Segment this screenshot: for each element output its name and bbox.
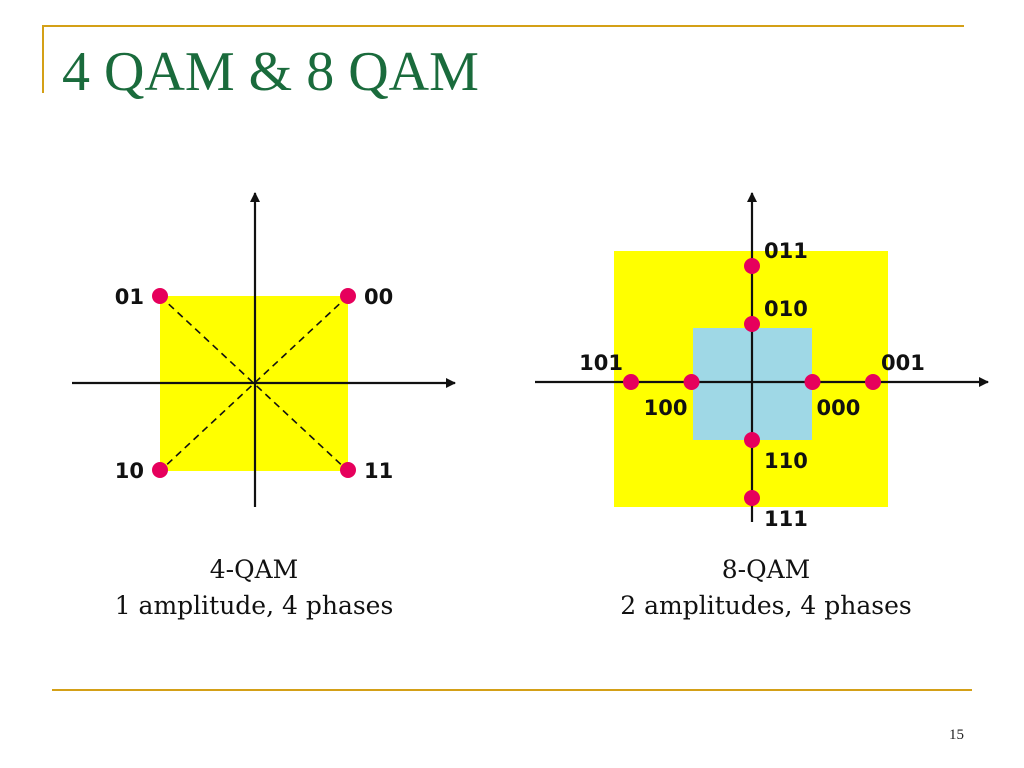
qam4-caption-subtitle: 1 amplitude, 4 phases	[115, 591, 394, 620]
qam8-point-011	[744, 258, 760, 274]
qam8-point-label-101: 101	[579, 351, 623, 375]
qam8-point-000	[804, 374, 821, 390]
qam4-diagonal-b	[159, 295, 349, 472]
qam4-point-label-11: 11	[364, 459, 393, 483]
qam8-point-100	[683, 374, 700, 390]
qam8-caption-title: 8-QAM	[722, 555, 811, 584]
qam8-caption-subtitle: 2 amplitudes, 4 phases	[620, 591, 911, 620]
qam4-caption-title: 4-QAM	[210, 555, 299, 584]
qam4-point-label-00: 00	[364, 285, 393, 309]
qam4-diagonal-a	[159, 295, 349, 472]
slide-title: 4 QAM & 8 QAM	[62, 41, 479, 103]
qam8-point-label-110: 110	[764, 449, 808, 473]
qam4-point-label-01: 01	[115, 285, 144, 309]
qam4-point-11	[340, 462, 356, 478]
qam8-point-label-111: 111	[764, 507, 808, 531]
qam8-point-label-001: 001	[881, 351, 925, 375]
qam8-point-label-000: 000	[817, 396, 861, 420]
left-frame-rule	[42, 25, 44, 93]
qam8-point-label-010: 010	[764, 297, 808, 321]
qam8-point-010	[744, 316, 760, 332]
qam8-point-label-100: 100	[644, 396, 688, 420]
bottom-rule	[52, 689, 972, 691]
qam8-point-001	[865, 374, 881, 390]
qam8-point-110	[744, 432, 760, 448]
qam4-diagram: 00 01 10 11 4-QAM 1 amplitude, 4 phases	[72, 192, 456, 620]
page-number: 15	[949, 727, 964, 743]
qam8-point-111	[744, 490, 760, 506]
qam4-point-01	[152, 288, 168, 304]
qam4-point-label-10: 10	[115, 459, 144, 483]
qam8-point-101	[623, 374, 639, 390]
top-frame-rule	[42, 25, 964, 27]
qam4-point-10	[152, 462, 168, 478]
qam8-diagram: 011 010 001 000 101 100 110 111 8-QAM 2 amplitu…	[535, 192, 989, 620]
qam4-point-00	[340, 288, 356, 304]
qam8-point-label-011: 011	[764, 239, 808, 263]
